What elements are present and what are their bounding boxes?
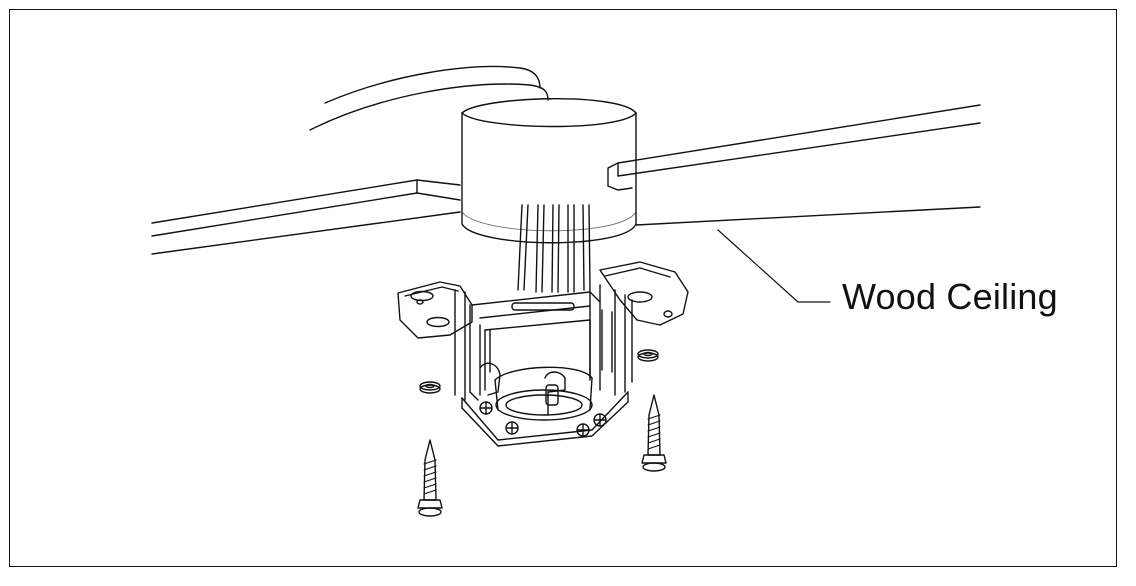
- diagram-frame: [9, 9, 1117, 567]
- screw-left: [417, 439, 443, 517]
- washer-right: [637, 349, 659, 362]
- wood-ceiling-joist-right: [607, 104, 981, 226]
- callout-leader-line: [717, 229, 831, 303]
- wood-ceiling-joist-left: [151, 179, 461, 255]
- mounting-bracket: [397, 261, 689, 447]
- wires: [517, 204, 591, 293]
- cable: [309, 65, 549, 131]
- screw-right: [641, 394, 667, 472]
- wood-ceiling-label: Wood Ceiling: [842, 276, 1058, 317]
- electrical-box: [461, 98, 637, 244]
- washer-left: [419, 381, 441, 394]
